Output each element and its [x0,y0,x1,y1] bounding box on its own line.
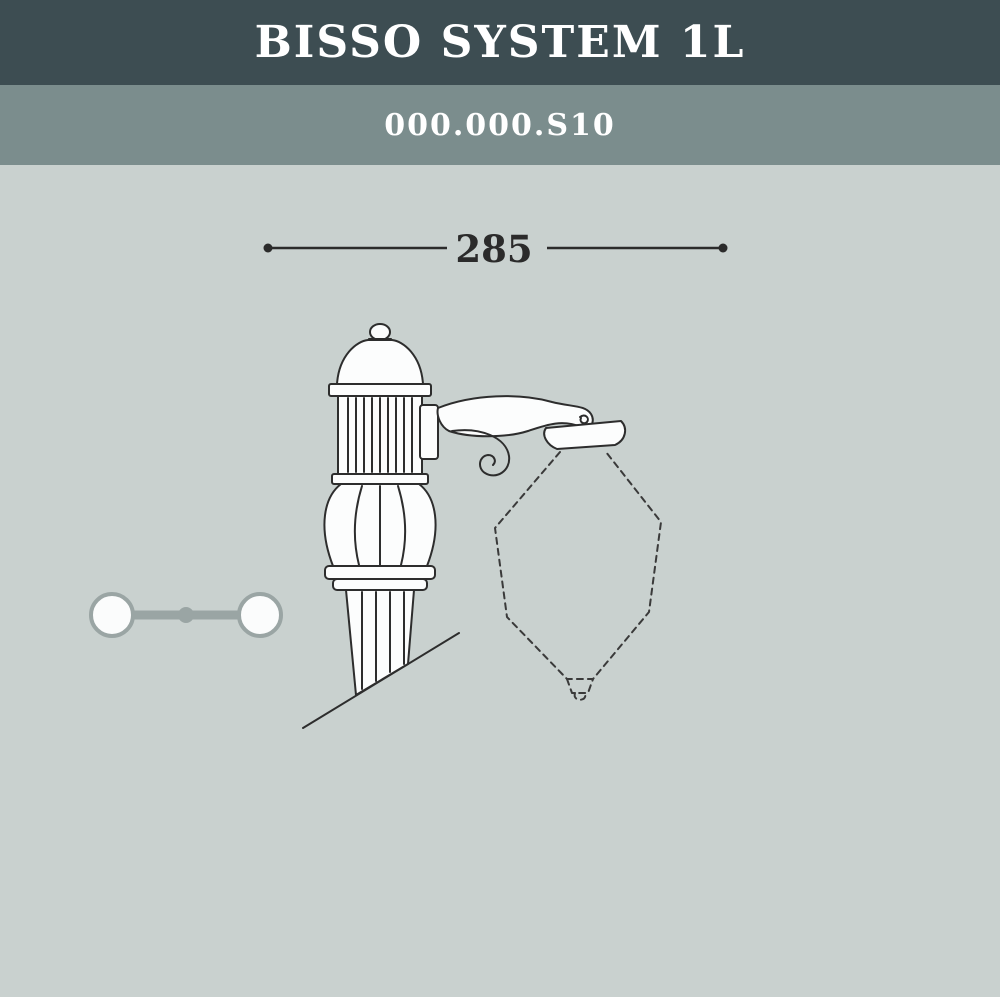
post-cap-band [328,383,432,397]
dimension-label: 285 [455,227,532,271]
spacer-left-circle [89,592,135,638]
post-collar-upper [324,565,436,580]
bracket-arm-drawing [419,395,627,477]
wall-post-drawing [302,323,460,729]
lantern-bottom-finial [566,678,594,694]
dimension-line: 285 [263,227,728,271]
code-bar: 000.000.S10 [0,85,1000,165]
spacer-right-circle [237,592,283,638]
lantern-bottom-knob [573,692,587,701]
spacer-center-dot [178,607,194,623]
post-collar-lower [332,578,428,591]
spacer-symbol [89,592,283,638]
product-code: 000.000.S10 [384,107,616,143]
lantern-body-outline [494,451,662,680]
post-capital-petals [353,485,407,566]
post-break-line [302,632,460,729]
post-body-flutes [347,397,413,473]
arm-under-scroll [451,429,511,477]
arm-wall-mount [419,404,439,460]
post-finial-knob [369,323,391,341]
product-title: BISSO SYSTEM 1L [254,17,746,68]
lantern-canopy [543,420,627,450]
title-bar: BISSO SYSTEM 1L [0,0,1000,85]
post-body-base-band [331,473,429,485]
post-column-flutes [361,591,405,690]
dimension-right-dot [718,243,728,253]
technical-drawing: 285 [89,227,728,729]
arm-end-spiral [579,414,589,425]
drawing-area: 285 [0,165,1000,997]
lantern-dashed-outline [494,451,662,701]
post-bell-cap [336,339,424,385]
